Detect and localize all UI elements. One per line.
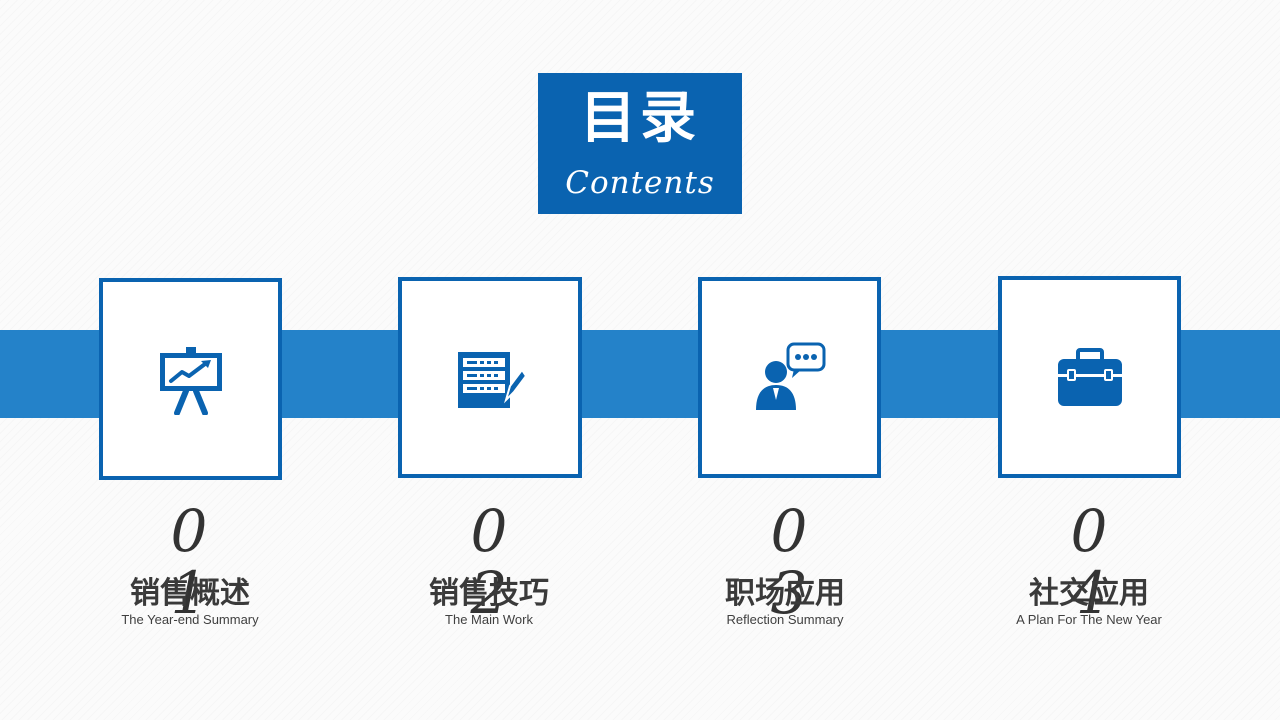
- section-label-2: 销售技巧 The Main Work: [379, 576, 599, 628]
- section-number-2: 0 2: [470, 497, 508, 627]
- card-social[interactable]: [998, 276, 1181, 478]
- briefcase-icon: [1054, 341, 1126, 413]
- section-subtitle-1: The Year-end Summary: [121, 612, 259, 627]
- section-label-4: 社交应用 A Plan For The New Year: [979, 576, 1199, 628]
- section-title-1: 销售概述: [130, 576, 250, 611]
- section-subtitle-2: The Main Work: [445, 612, 533, 627]
- presentation-chart-icon: [155, 343, 227, 415]
- section-number-1: 0 1: [170, 497, 208, 627]
- page-subtitle: Contents: [565, 165, 715, 201]
- section-label-1: 销售概述 The Year-end Summary: [80, 576, 300, 628]
- section-number-4: 0 4: [1070, 497, 1108, 627]
- section-subtitle-4: A Plan For The New Year: [1016, 612, 1162, 627]
- contents-title-box: 目录 Contents: [538, 73, 742, 214]
- card-sales-overview[interactable]: [99, 278, 282, 480]
- section-title-3: 职场应用: [725, 576, 845, 611]
- card-sales-skills[interactable]: [398, 277, 582, 478]
- section-title-4: 社交应用: [1029, 576, 1149, 611]
- section-number-3: 0 3: [770, 497, 808, 627]
- card-workplace[interactable]: [698, 277, 881, 478]
- section-label-3: 职场应用 Reflection Summary: [675, 576, 895, 628]
- page-title: 目录: [580, 86, 700, 151]
- section-subtitle-3: Reflection Summary: [726, 612, 844, 627]
- section-title-2: 销售技巧: [429, 576, 549, 611]
- person-chat-icon: [754, 342, 826, 414]
- document-edit-icon: [454, 342, 526, 414]
